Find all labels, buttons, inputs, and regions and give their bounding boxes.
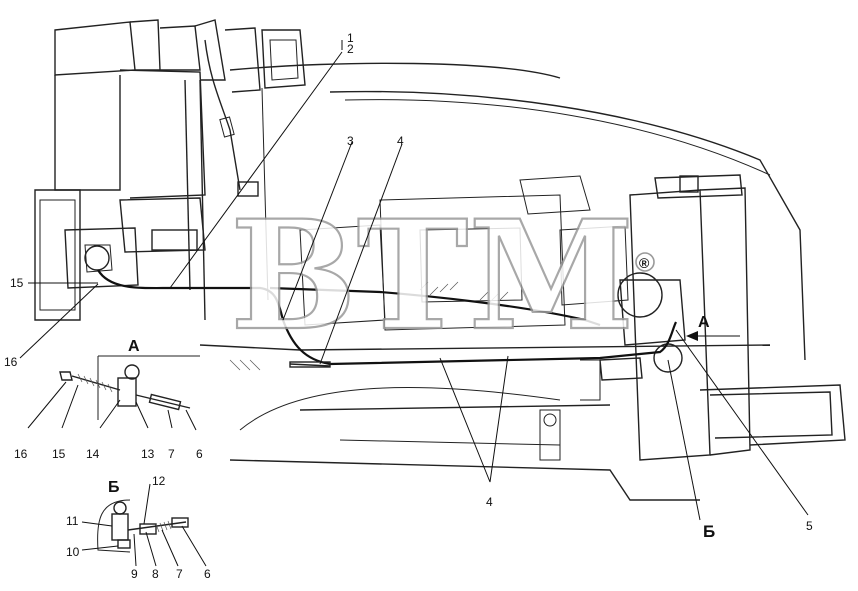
callout-1: 1 [347, 31, 354, 45]
detail-b-callout-12: 12 [152, 474, 166, 488]
detail-a-title: А [128, 338, 140, 355]
detail-b-frame [97, 499, 131, 553]
detail-a-spring [77, 373, 113, 393]
detail-a-rod [135, 394, 191, 409]
watermark-text: BTM [230, 188, 634, 364]
detail-a-frame [97, 355, 200, 420]
view-a-arrow-icon [686, 331, 698, 341]
registered-mark-circle [635, 252, 655, 272]
detail-b-clamp [139, 523, 157, 535]
detail-a: А [27, 338, 200, 431]
callout-3: 3 [347, 134, 354, 148]
detail-a-sleeve [148, 393, 182, 411]
detail-b-callout-8: 8 [152, 567, 159, 581]
callout-16: 16 [4, 355, 18, 369]
detail-b: Б [81, 479, 207, 567]
detail-b-pivot [113, 501, 127, 515]
callout-leaders [19, 40, 809, 516]
detail-b-lever [111, 513, 129, 541]
detail-b-callout-6: 6 [204, 567, 211, 581]
detail-a-callout-14: 14 [86, 447, 100, 461]
callout-2: 2 [347, 42, 354, 56]
detail-a-lever [117, 377, 137, 407]
detail-a-callout-13: 13 [141, 447, 155, 461]
detail-b-title: Б [108, 479, 120, 496]
detail-a-callout-6: 6 [196, 447, 203, 461]
detail-b-sleeve [171, 517, 189, 528]
view-b-leader [667, 359, 701, 521]
view-a-label: А [698, 314, 710, 331]
detail-a-cable [71, 375, 121, 391]
detail-a-cable-end [59, 371, 73, 381]
detail-b-spring [155, 520, 172, 533]
callout-4-lower: 4 [486, 495, 493, 509]
callout-15: 15 [10, 276, 24, 290]
vehicle-body-outline [34, 19, 846, 501]
detail-b-nut [117, 539, 131, 549]
detail-a-callout-15: 15 [52, 447, 66, 461]
detail-b-callout-9: 9 [131, 567, 138, 581]
watermark: BTM ® [229, 187, 655, 365]
view-b-label: Б [703, 522, 715, 541]
detail-b-callout-11: 11 [66, 514, 79, 528]
detail-a-callout-16: 16 [14, 447, 28, 461]
detail-a-callout-7: 7 [168, 447, 175, 461]
registered-mark: ® [639, 255, 650, 271]
detail-b-callout-10: 10 [66, 545, 80, 559]
callout-4: 4 [397, 134, 404, 148]
callout-5: 5 [806, 519, 813, 533]
detail-b-callout-7: 7 [176, 567, 183, 581]
detail-a-pivot [124, 364, 140, 380]
